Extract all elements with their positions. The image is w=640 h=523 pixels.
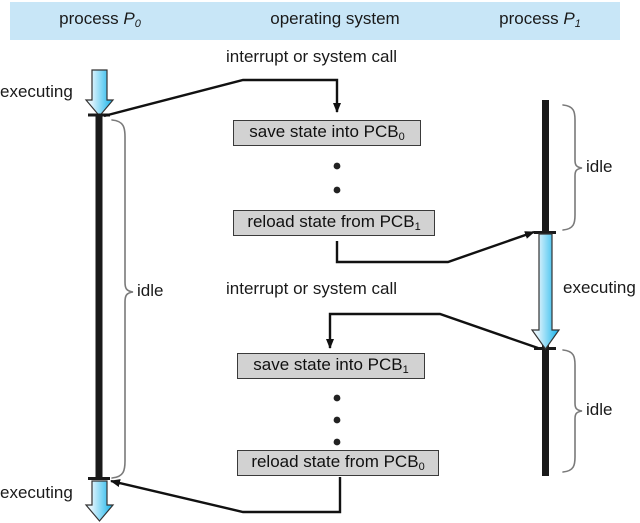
header-p1-text: process <box>499 9 564 28</box>
connector-reload-pcb1-to-p1 <box>335 230 535 264</box>
connector-p0-to-save-pcb0 <box>103 78 341 118</box>
connector-reload-pcb0-to-p0 <box>110 477 342 514</box>
label-interrupt-top: interrupt or system call <box>226 47 397 66</box>
header-os-text: operating system <box>270 9 400 28</box>
os-box-reload-state-pcb1-label: reload state from PCB1 <box>247 212 421 234</box>
header-p1-subscript: 1 <box>574 18 581 31</box>
os-box-reload-state-pcb0: reload state from PCB0 <box>237 450 439 476</box>
header-process-p0: process P0 <box>10 9 190 30</box>
header-p0-subscript: 0 <box>134 18 141 31</box>
os-box-save-state-pcb1: save state into PCB1 <box>237 353 425 379</box>
vertical-dots-bottom <box>333 394 341 446</box>
label-idle-p0: idle <box>137 281 164 300</box>
header-p0-symbol: P <box>123 9 135 28</box>
os-box-save-state-pcb0: save state into PCB0 <box>233 120 421 146</box>
label-executing-p0-top: executing <box>0 82 73 101</box>
os-box-reload-state-pcb0-label: reload state from PCB0 <box>251 452 425 474</box>
connector-p1-to-save-pcb1 <box>326 312 539 350</box>
header-p0-text: process <box>59 9 124 28</box>
executing-arrow-p0-bottom <box>84 480 115 522</box>
os-box-save-state-pcb1-label: save state into PCB1 <box>253 355 409 377</box>
header-process-p1: process P1 <box>460 9 620 30</box>
label-interrupt-bottom: interrupt or system call <box>226 279 397 298</box>
timeline-p1-tick-start <box>534 231 556 234</box>
executing-arrow-p1 <box>530 233 561 351</box>
brace-idle-p0 <box>111 119 134 479</box>
label-executing-p0-bottom: executing <box>0 483 73 502</box>
timeline-p0-tick-top <box>88 113 110 117</box>
os-box-reload-state-pcb1: reload state from PCB1 <box>233 210 435 236</box>
timeline-p0-bar <box>95 114 103 479</box>
label-idle-p1-bottom: idle <box>586 400 613 419</box>
label-executing-p1: executing <box>563 278 636 297</box>
brace-idle-p1-bottom <box>562 349 583 473</box>
label-idle-p1-top: idle <box>586 157 613 176</box>
os-box-save-state-pcb0-label: save state into PCB0 <box>249 122 405 144</box>
vertical-dots-top <box>333 162 341 194</box>
header-p1-symbol: P <box>563 9 575 28</box>
header-operating-system: operating system <box>230 9 440 29</box>
header-band <box>10 2 620 40</box>
executing-arrow-p0-top <box>84 69 115 117</box>
timeline-p0-tick-bottom <box>88 477 110 480</box>
brace-idle-p1-top <box>562 104 583 231</box>
